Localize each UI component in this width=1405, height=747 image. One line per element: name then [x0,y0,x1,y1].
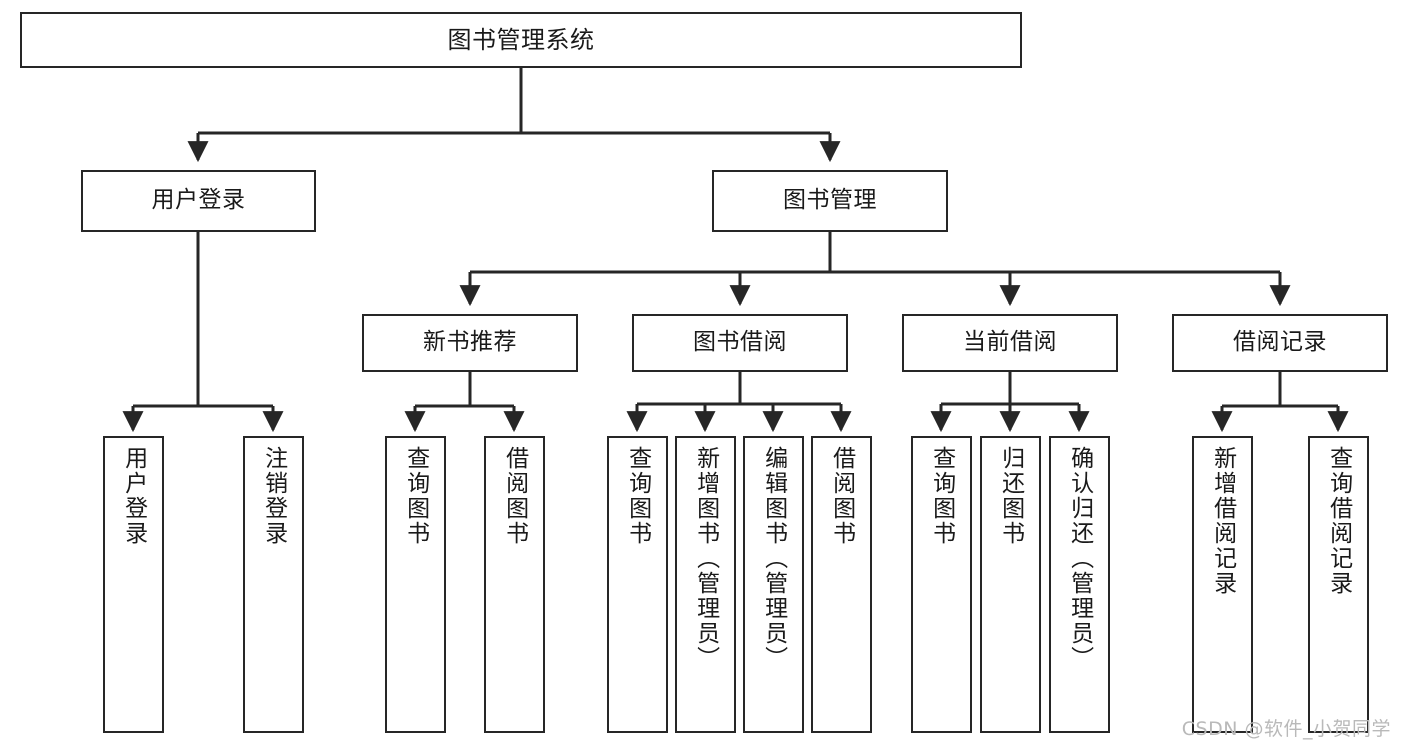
node-label: 用户登录 [151,187,246,214]
node-borrow-records[interactable]: 借阅记录 [1172,314,1388,372]
node-label: 注销登录 [260,446,287,546]
node-book-management[interactable]: 图书管理 [712,170,948,232]
leaf-record-add[interactable]: 新增借阅记录 [1192,436,1253,733]
node-label: 编辑图书（管理员） [760,446,787,671]
node-label: 确认归还（管理员） [1066,446,1093,671]
node-label: 查询图书 [402,446,429,546]
node-label: 用户登录 [120,446,147,546]
node-label: 新书推荐 [423,329,517,356]
leaf-record-query[interactable]: 查询借阅记录 [1308,436,1369,733]
leaf-current-confirm-return[interactable]: 确认归还（管理员） [1049,436,1110,733]
leaf-current-query-book[interactable]: 查询图书 [911,436,972,733]
node-label: 借阅图书 [501,446,528,546]
node-label: 图书管理系统 [447,25,595,54]
leaf-user-login[interactable]: 用户登录 [103,436,164,733]
leaf-new-book-query[interactable]: 查询图书 [385,436,446,733]
node-root-system[interactable]: 图书管理系统 [20,12,1022,68]
leaf-new-book-borrow[interactable]: 借阅图书 [484,436,545,733]
node-label: 归还图书 [997,446,1024,546]
node-label: 查询图书 [624,446,651,546]
watermark: CSDN @软件_小贺同学 [1181,718,1391,740]
node-user-login[interactable]: 用户登录 [81,170,316,232]
leaf-current-return-book[interactable]: 归还图书 [980,436,1041,733]
node-current-borrow[interactable]: 当前借阅 [902,314,1118,372]
node-new-book-recommend[interactable]: 新书推荐 [362,314,578,372]
leaf-borrow-edit-book[interactable]: 编辑图书（管理员） [743,436,804,733]
node-label: 新增图书（管理员） [692,446,719,671]
node-label: 查询图书 [928,446,955,546]
node-label: 图书管理 [783,187,877,214]
node-label: 借阅记录 [1233,329,1327,356]
leaf-borrow-borrow-book[interactable]: 借阅图书 [811,436,872,733]
leaf-borrow-query-book[interactable]: 查询图书 [607,436,668,733]
node-label: 借阅图书 [828,446,855,546]
leaf-borrow-add-book[interactable]: 新增图书（管理员） [675,436,736,733]
node-book-borrow[interactable]: 图书借阅 [632,314,848,372]
node-label: 新增借阅记录 [1209,446,1236,596]
node-label: 当前借阅 [963,329,1057,356]
node-label: 图书借阅 [693,329,787,356]
leaf-user-logout[interactable]: 注销登录 [243,436,304,733]
node-label: 查询借阅记录 [1325,446,1352,596]
